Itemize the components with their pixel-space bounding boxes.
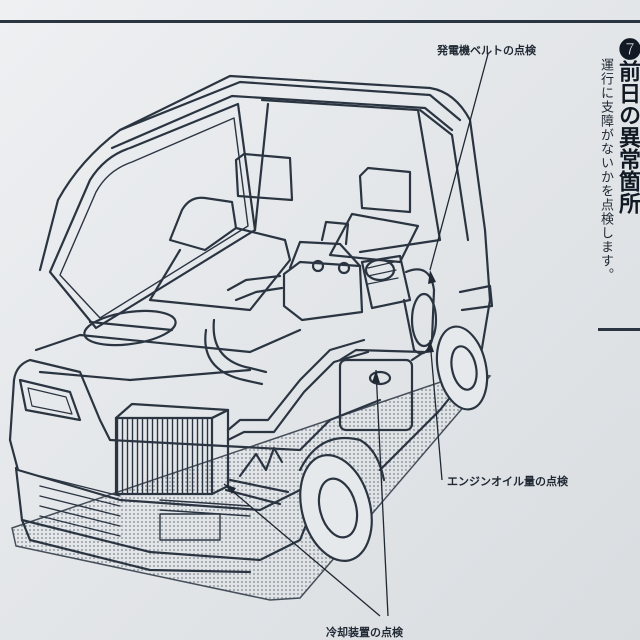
headlight [18, 378, 82, 422]
leader-cooling-1 [223, 483, 381, 617]
seat-right [358, 166, 412, 214]
radiator [114, 416, 214, 496]
roof-line [118, 80, 462, 132]
leader-alternator [429, 53, 489, 271]
side-heading: ❼前日の異常箇所 [615, 38, 640, 214]
engine-block [282, 260, 364, 322]
radiator-hose [226, 338, 366, 432]
ground-shadow [11, 371, 492, 601]
alternator [360, 254, 412, 310]
front-wheel [299, 454, 373, 562]
callout-cooling-system: 冷却装置の点検 [326, 626, 403, 639]
callout-engine-oil: エンジンオイル量の点検 [447, 475, 568, 488]
coolant-reservoir-hose [238, 446, 284, 478]
front-bumper [14, 466, 314, 562]
leader-oil [429, 339, 443, 481]
windshield [48, 102, 257, 330]
rear-wheel [435, 325, 489, 411]
side-body-text: 運行に支障がないかを点検します。 [598, 58, 613, 282]
top-rule [0, 20, 640, 23]
side-rule [598, 328, 640, 331]
seat-left [168, 196, 238, 252]
callout-alternator-belt: 発電機ベルトの点検 [437, 44, 536, 57]
leader-cooling-2 [375, 369, 389, 617]
